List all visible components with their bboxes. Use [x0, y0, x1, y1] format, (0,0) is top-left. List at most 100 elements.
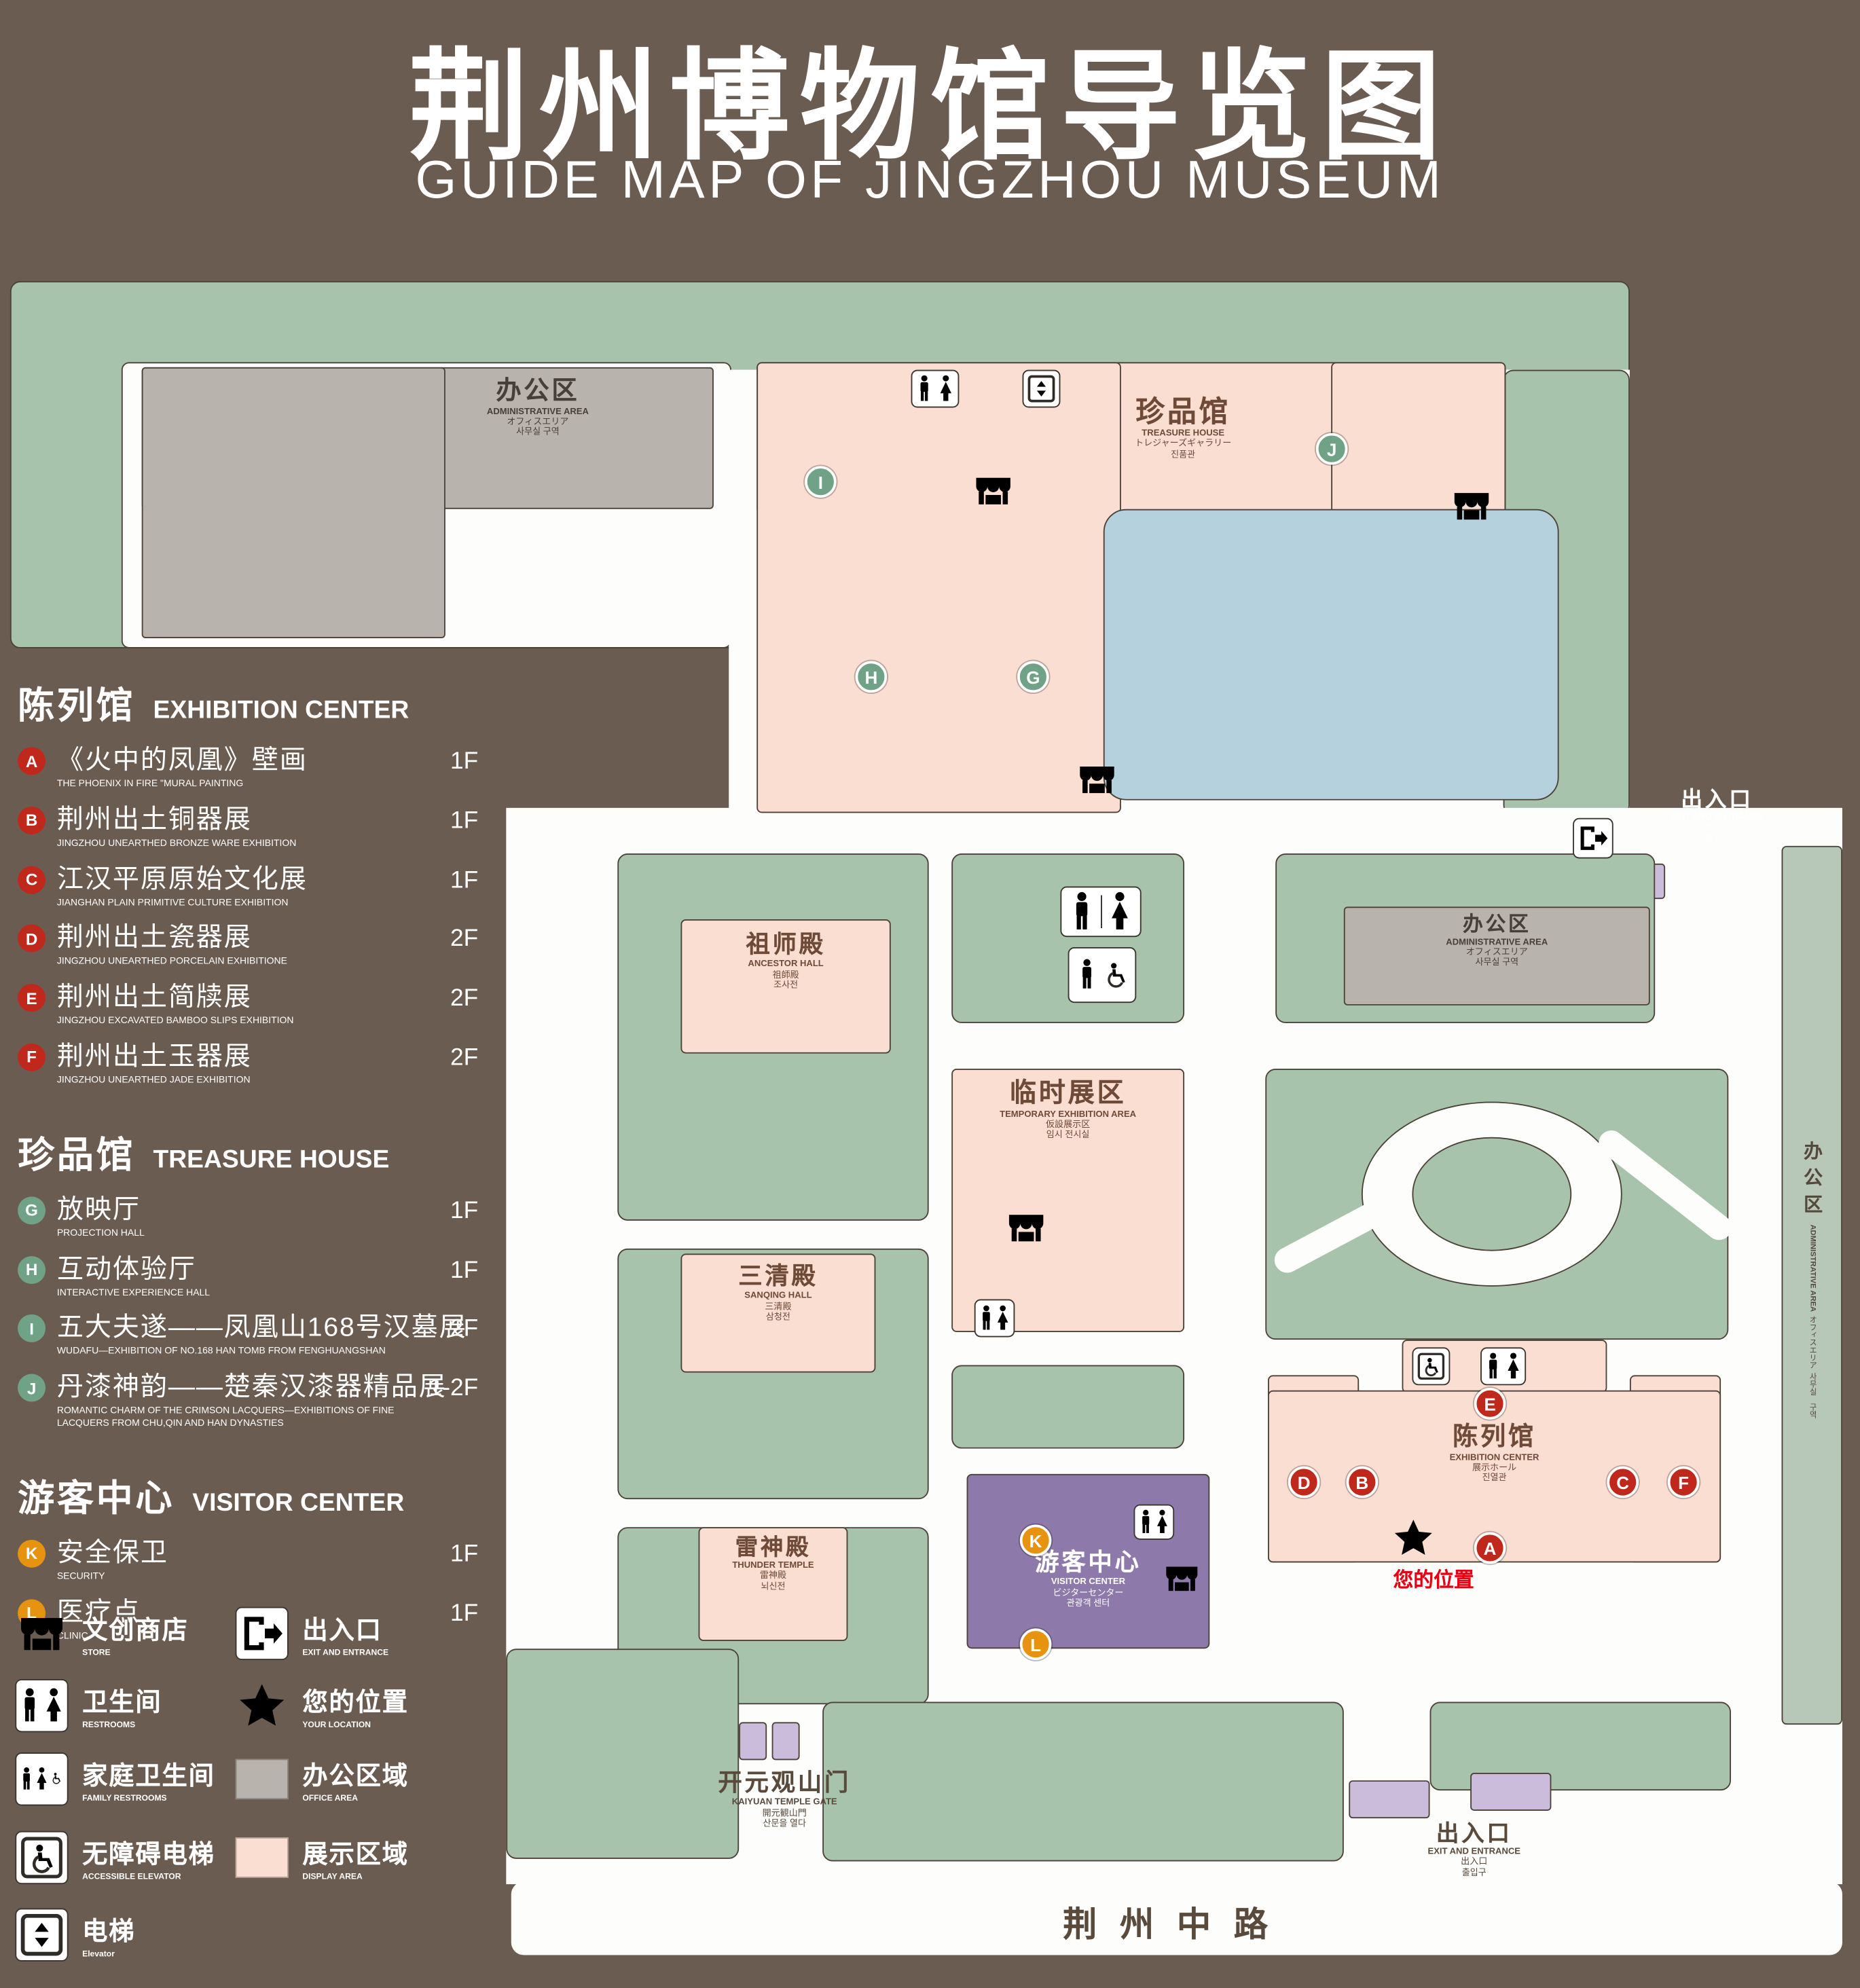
legend-symbol-elevator: 电梯 Elevator: [15, 1908, 135, 1962]
thunder-temple-building: [698, 1527, 848, 1642]
legend-symbol-accessible-elevator: 无障碍电梯 ACCESSIBLE ELEVATOR: [15, 1830, 215, 1885]
marker-a-badge: A: [18, 747, 46, 775]
legend-section-heading-treasure: 珍品馆 TREASURE HOUSE: [18, 1135, 390, 1177]
temporary-exhibition-building: [951, 1069, 1185, 1332]
legend-section-heading-exhibition: 陈列馆 EXHIBITION CENTER: [18, 686, 409, 727]
marker-b: B: [1346, 1466, 1379, 1498]
woman-icon: [44, 1684, 63, 1727]
store-icon: [974, 476, 1013, 511]
marker-e-badge: E: [18, 984, 46, 1012]
marker-k: K: [1019, 1524, 1052, 1557]
exit-ne-label: 出入口 EXIT AND ENTRANCE 出入口 출입구: [1671, 788, 1764, 843]
legend-section-heading-visitor: 游客中心 VISITOR CENTER: [18, 1478, 405, 1520]
exit-south-label: 出入口 EXIT AND ENTRANCE 出入口 출입구: [1427, 1820, 1520, 1878]
floor-badge: 1F: [450, 1197, 479, 1225]
marker-k-badge: K: [18, 1539, 46, 1568]
accessible-elevator-icon: [15, 1830, 69, 1885]
exit-icon: [235, 1606, 289, 1661]
floor-badge: 1F: [450, 1600, 479, 1627]
legend-item-a: A 《火中的凤凰》壁画 THE PHOENIX IN FIRE "MURAL P…: [18, 746, 506, 790]
family-restroom-icon: [1068, 947, 1137, 1004]
floor-badge: 1F: [450, 866, 479, 894]
store-icon: [1453, 492, 1491, 527]
garden-island: [1412, 1137, 1572, 1251]
marker-c: C: [1607, 1466, 1639, 1498]
lawn-mid-south: [951, 1365, 1185, 1449]
lawn-south-mid: [822, 1701, 1344, 1862]
marker-h-badge: H: [18, 1255, 46, 1284]
woman-icon: [1104, 891, 1136, 932]
elevator-icon: [1022, 369, 1061, 408]
man-icon: [1139, 1509, 1152, 1534]
marker-f-badge: F: [18, 1043, 46, 1071]
location-star-icon: [236, 1679, 289, 1732]
exhibition-center-label: 陈列馆 EXHIBITION CENTER 展示ホール 진열관: [1449, 1423, 1539, 1484]
marker-f: F: [1667, 1466, 1700, 1498]
legend-item-e: E 荆州出土简牍展 JINGZHOU EXCAVATED BAMBOO SLIP…: [18, 983, 506, 1027]
man-icon: [916, 375, 932, 403]
legend-item-c: C 江汉平原原始文化展 JIANGHAN PLAIN PRIMITIVE CUL…: [18, 865, 506, 908]
admin-top-label: 办公区 ADMINISTRATIVE AREA オフィスエリア 사무실 구역: [486, 377, 589, 437]
exit-icon-ne: [1573, 817, 1613, 859]
man-icon: [1486, 1352, 1501, 1380]
elevator-glyph-icon: [1027, 375, 1055, 403]
restroom-icon-mid: [1060, 886, 1142, 938]
restroom-icon-vc: [1133, 1504, 1175, 1540]
woman-icon: [1155, 1509, 1169, 1534]
wheelchair-icon: [1104, 957, 1131, 993]
your-location-star-icon: [1394, 1520, 1432, 1562]
legend-symbol-exit: 出入口 EXIT AND ENTRANCE: [235, 1606, 388, 1661]
legend-item-k: K 安全保卫 SECURITY 1F: [18, 1539, 506, 1582]
sanqing-hall-building: [680, 1253, 876, 1373]
woman-icon: [938, 375, 954, 403]
marker-a: A: [1474, 1532, 1506, 1564]
store-icon: [1007, 1213, 1045, 1249]
marker-i-badge: I: [18, 1314, 46, 1343]
gate-pillar-east: [771, 1722, 800, 1761]
store-icon: [1078, 765, 1116, 800]
visitor-center-building: [966, 1473, 1210, 1649]
temporary-exhibition-label: 临时展区 TEMPORARY EXHIBITION AREA 仮設展示区 임시 …: [1000, 1078, 1137, 1140]
treasure-house-building-west: [756, 362, 1121, 813]
ancestor-hall-building: [680, 919, 891, 1054]
admin-building-top-wing: [141, 367, 445, 638]
man-icon: [979, 1304, 993, 1332]
marker-d: D: [1288, 1466, 1320, 1498]
restroom-icon-se: [1480, 1347, 1527, 1386]
entrance-pad-south-west: [1349, 1780, 1430, 1819]
sanqing-hall-label: 三清殿 SANQING HALL 三清殿 삼청전: [738, 1264, 818, 1322]
marker-h: H: [855, 661, 888, 693]
legend-item-i: I 五大夫遂——凤凰山168号汉墓展 WUDAFU—EXHIBITION OF …: [18, 1314, 506, 1358]
woman-icon: [1506, 1352, 1520, 1380]
restroom-icon: [15, 1678, 69, 1733]
marker-d-badge: D: [18, 925, 46, 953]
floor-badge: 1-2F: [428, 1375, 479, 1402]
page-subtitle: GUIDE MAP OF JINGZHOU MUSEUM: [415, 149, 1445, 209]
legend-item-h: H 互动体验厅 INTERACTIVE EXPERIENCE HALL 1F: [18, 1255, 506, 1298]
admin-east-label: 办公区 ADMINISTRATIVE AREA オフィスエリア 사무실 구역: [1801, 1140, 1823, 1418]
exit-glyph-icon: [1578, 823, 1609, 853]
ancestor-hall-label: 祖师殿 ANCESTOR HALL 祖師殿 조사전: [746, 932, 826, 991]
legend-symbol-store: 文创商店 STORE: [15, 1607, 188, 1660]
man-icon: [1065, 891, 1098, 932]
floor-badge: 2F: [450, 926, 479, 953]
accessible-elevator-icon: [1412, 1347, 1451, 1386]
road: [511, 1881, 1842, 1955]
legend-symbol-office-area: 办公区域 OFFICE AREA: [235, 1752, 409, 1805]
legend-item-f: F 荆州出土玉器展 JINGZHOU UNEARTHED JADE EXHIBI…: [18, 1043, 506, 1086]
family-restroom-icon: [15, 1752, 69, 1806]
legend-item-g: G 放映厅 PROJECTION HALL 1F: [18, 1196, 506, 1239]
floor-badge: 2F: [450, 1044, 479, 1071]
marker-l: L: [1019, 1628, 1052, 1661]
store-icon-vc: [1164, 1565, 1199, 1598]
lawn-south-west: [506, 1649, 740, 1859]
admin-building-mid: [1343, 906, 1650, 1006]
marker-e: E: [1474, 1388, 1506, 1420]
marker-g: G: [1017, 661, 1049, 693]
woman-icon: [35, 1764, 48, 1794]
man-icon: [20, 1684, 39, 1727]
floor-badge: 1F: [450, 807, 479, 834]
legend-item-j: J 丹漆神韵——楚秦汉漆器精品展 ROMANTIC CHARM OF THE C…: [18, 1374, 506, 1429]
floor-badge: 1F: [450, 1541, 479, 1568]
